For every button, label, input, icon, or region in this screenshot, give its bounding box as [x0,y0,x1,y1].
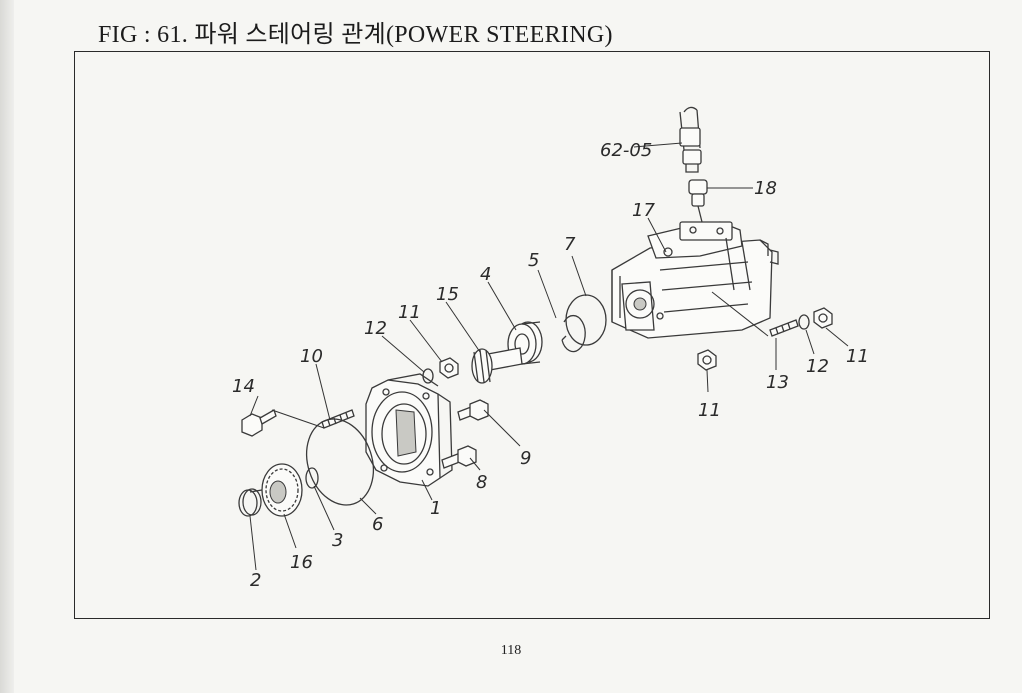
callout-11-right: 11 [846,346,869,367]
callout-4: 4 [480,264,491,285]
callout-10: 10 [300,346,323,367]
callout-14: 14 [232,376,255,397]
callout-62-05: 62-05 [600,140,652,161]
callout-11-upper: 11 [398,302,421,323]
part-o-ring-6 [306,418,374,506]
part-nut-11-right [813,307,833,329]
part-bolt-9 [457,399,489,421]
callout-16: 16 [290,552,313,573]
part-nut-11-lower [697,349,717,371]
callout-12-right: 12 [806,356,829,377]
callout-numbers: 62-05 18 17 7 5 4 15 11 12 10 14 9 8 1 6… [232,140,869,591]
part-housing-1 [365,373,453,487]
part-bolt-14 [241,409,277,437]
part-gear-16 [249,463,303,517]
part-washer-3 [305,467,319,489]
part-stud-13 [769,319,799,337]
callout-17: 17 [632,200,655,221]
callout-12-upper: 12 [364,318,387,339]
part-pump-body-17 [611,221,779,339]
part-washer-12-right [798,314,810,330]
part-collar-2 [238,488,262,517]
scan-edge [0,0,14,693]
page-number: 118 [500,643,522,658]
diagram-frame [74,51,990,619]
callout-1: 1 [430,498,441,519]
callout-5: 5 [528,250,539,271]
callout-15: 15 [436,284,459,305]
callout-13: 13 [766,372,789,393]
part-hose-62-05 [679,106,702,173]
callout-18: 18 [754,178,777,199]
figure-title: FIG : 61. 파워 스테어링 관계(POWER STEERING) [98,22,613,48]
part-snap-ring-5 [561,314,586,353]
part-fitting-18 [688,179,708,223]
callout-8: 8 [476,472,487,493]
part-nut-11-upper [439,357,459,379]
part-bolt-8 [441,445,477,469]
leader-lines [249,142,849,571]
callout-9: 9 [520,448,531,469]
callout-11-lower: 11 [698,400,721,421]
part-o-ring-7 [565,294,607,346]
part-gear-shaft-15 [471,347,523,384]
callout-6: 6 [372,514,383,535]
callout-2: 2 [250,570,261,591]
callout-3: 3 [332,530,343,551]
callout-7: 7 [564,234,576,255]
